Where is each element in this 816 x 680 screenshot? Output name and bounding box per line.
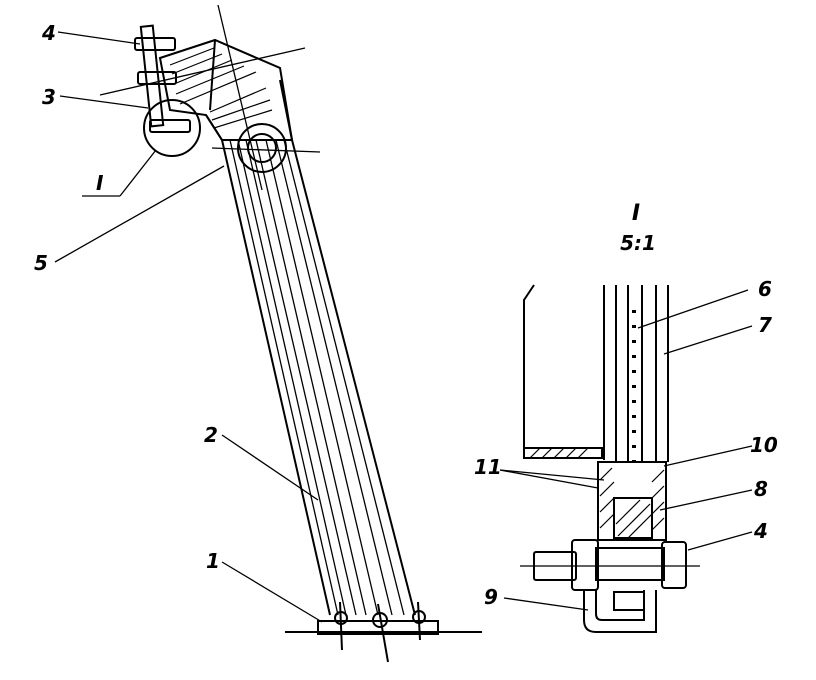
leader-lines-right (499, 289, 753, 611)
pivot-joint (211, 123, 321, 173)
callout-3: 3 (42, 85, 56, 109)
top-knee-block (99, 4, 306, 191)
callout-4-detail: 4 (753, 519, 768, 543)
lower-housing (597, 461, 667, 541)
detail-circle-i (143, 99, 201, 157)
tube-walls (603, 285, 669, 462)
wall-panel (523, 284, 600, 449)
bolt-detail (520, 539, 700, 591)
detail-view-scale: 5:1 (620, 231, 656, 255)
wall-flange (523, 447, 603, 459)
base-plate (317, 620, 439, 635)
callout-4-top: 4 (41, 21, 56, 45)
callout-5: 5 (34, 251, 48, 275)
callout-11: 11 (474, 455, 502, 479)
leader-lines-left (54, 31, 323, 623)
callout-6: 6 (758, 277, 772, 301)
callout-10: 10 (750, 433, 778, 457)
clamp-bolts (134, 24, 191, 133)
callout-2: 2 (204, 423, 218, 447)
callout-8: 8 (754, 477, 768, 501)
callout-7: 7 (758, 313, 772, 337)
detail-view: I 5:1 (474, 201, 778, 633)
strut-beam (205, 79, 416, 616)
bracket (583, 590, 657, 633)
detail-marker-label: I (96, 171, 104, 195)
detail-view-title: I (632, 201, 640, 226)
strut-assembly: 4 3 I 5 2 1 (34, 4, 482, 663)
callout-9: 9 (484, 585, 498, 609)
callout-1: 1 (206, 549, 220, 573)
base-bolts (334, 601, 426, 663)
